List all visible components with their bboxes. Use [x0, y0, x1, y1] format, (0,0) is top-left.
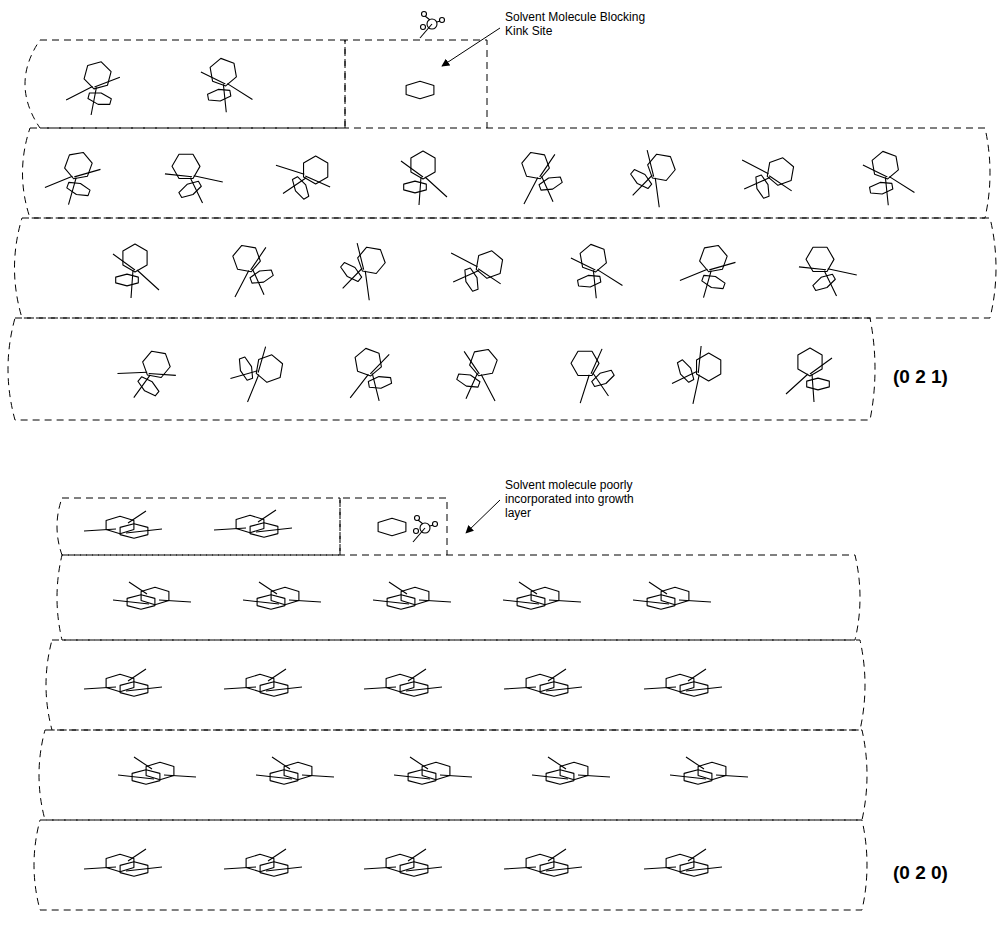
molecule: [401, 151, 447, 205]
molecule: [199, 54, 254, 115]
growth-layer-band: [15, 218, 997, 318]
molecule: [113, 244, 159, 298]
molecule: [861, 147, 916, 208]
molecule: [644, 849, 722, 876]
growth-layer-band: [57, 498, 340, 555]
molecule: [364, 669, 442, 696]
molecule: [224, 343, 290, 405]
callout-note: Solvent Molecule Blocking Kink Site: [505, 10, 655, 38]
molecule: [364, 849, 442, 876]
molecule: [508, 145, 570, 211]
solvent-molecule: [413, 516, 438, 543]
growth-layer-band: [39, 730, 867, 820]
molecule: [504, 849, 582, 876]
molecule: [329, 235, 399, 306]
kink-site-box: [345, 40, 487, 128]
molecule: [219, 238, 281, 304]
molecule: [504, 669, 582, 696]
molecule: [786, 348, 832, 402]
miller-index: (0 2 0): [893, 862, 948, 884]
molecule: [444, 237, 510, 299]
kink-site-box: [340, 498, 447, 555]
molecule: [569, 240, 624, 301]
growth-layer-band: [57, 555, 860, 640]
miller-index: (0 2 1): [893, 366, 948, 388]
molecule: [633, 582, 711, 609]
molecule: [449, 342, 511, 408]
molecule: [644, 669, 722, 696]
molecule: [243, 582, 321, 609]
molecule: [118, 757, 196, 784]
molecule: [794, 235, 861, 305]
molecule: [557, 340, 624, 410]
molecule: [64, 56, 122, 120]
molecule: [84, 669, 162, 696]
leader-line: [442, 28, 500, 66]
molecule: [113, 582, 191, 609]
growth-layer-band: [46, 640, 865, 730]
molecule: [663, 341, 733, 408]
molecule: [214, 510, 292, 537]
growth-layer-band: [25, 40, 345, 128]
molecule: [224, 669, 302, 696]
molecule: [677, 237, 739, 303]
molecule: [42, 144, 104, 210]
molecule: [84, 849, 162, 876]
molecule: [342, 345, 397, 406]
molecule: [670, 757, 748, 784]
molecule: [224, 849, 302, 876]
molecule: [112, 338, 182, 409]
molecule: [503, 582, 581, 609]
leader-line: [466, 500, 500, 533]
molecule: [160, 142, 227, 212]
molecule: [735, 144, 801, 206]
molecule: [269, 142, 339, 209]
molecule: [256, 757, 334, 784]
growth-layer-band: [23, 128, 991, 218]
molecule: [532, 757, 610, 784]
molecule: [394, 757, 472, 784]
growth-layer-band: [34, 820, 867, 910]
solvent-molecule: [420, 12, 445, 39]
molecule: [84, 511, 162, 538]
molecule: [373, 582, 451, 609]
growth-layer-band: [8, 318, 875, 420]
callout-note: Solvent molecule poorly incorporated int…: [505, 478, 655, 520]
molecule: [619, 142, 689, 213]
